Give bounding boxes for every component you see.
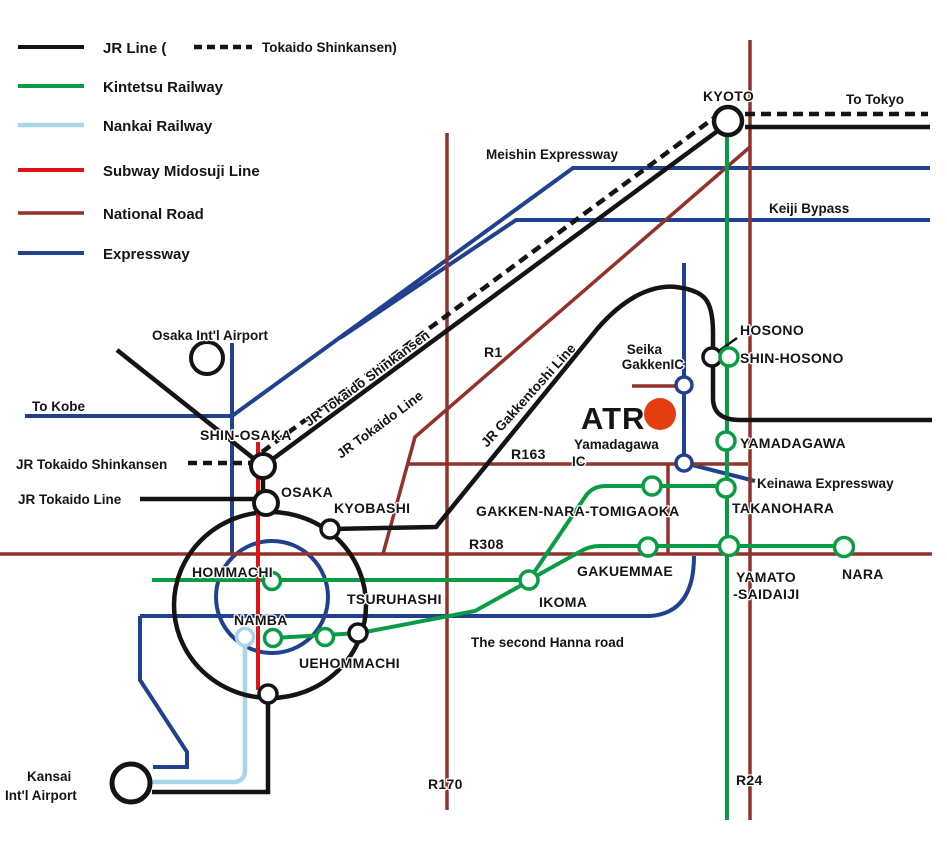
- label-hommachi: HOMMACHI: [192, 564, 273, 580]
- interchange-circles: [674, 375, 694, 473]
- label-r1: R1: [484, 344, 503, 360]
- station-uehommachi: [314, 626, 336, 648]
- label-namba: NAMBA: [234, 612, 288, 628]
- label-shin-hosono: SHIN-HOSONO: [740, 350, 844, 366]
- yamadagawa-ic-circle: [674, 453, 694, 473]
- national-road-r1: [381, 145, 752, 555]
- station-kyobashi: [319, 518, 341, 540]
- station-hommachi: [261, 570, 283, 592]
- nankai-airport-line: [152, 637, 248, 785]
- label-seika-line2: GakkenIC: [622, 357, 685, 372]
- station-osaka: [252, 489, 280, 517]
- label-r308: R308: [469, 536, 504, 552]
- legend-shinkansen-label: Tokaido Shinkansen): [262, 40, 397, 55]
- station-nara: [832, 535, 856, 559]
- label-nara: NARA: [842, 566, 884, 582]
- legend-kintetsu-label: Kintetsu Railway: [103, 79, 224, 96]
- label-meishin: Meishin Expressway: [486, 147, 619, 162]
- label-jr-shinkansen-diagonal: JR Tokaido Shinkansen: [302, 327, 433, 429]
- station-namba-nankai: [234, 626, 256, 648]
- label-osaka-airport: Osaka Int'l Airport: [152, 328, 268, 343]
- station-shin-hosono: [718, 346, 740, 368]
- label-tsuruhashi: TSURUHASHI: [347, 591, 442, 607]
- legend-national-label: National Road: [103, 206, 204, 223]
- national-road-lines: [0, 40, 932, 820]
- station-yamato-saidaiji: [717, 534, 741, 558]
- label-second-hanna: The second Hanna road: [471, 635, 624, 650]
- label-yamadagawa-ic-line1: Yamadagawa: [574, 437, 659, 452]
- label-to-tokyo: To Tokyo: [846, 92, 904, 107]
- jr-kobe-line: [115, 348, 260, 464]
- expressway-kansai-branch: [138, 616, 189, 769]
- legend-nankai-label: Nankai Railway: [103, 118, 213, 135]
- kintetsu-nara-line-east: [528, 544, 844, 582]
- label-kansai-airport-line2: Int'l Airport: [5, 788, 77, 803]
- second-hanna-road-line: [140, 555, 696, 618]
- label-r24: R24: [736, 772, 763, 788]
- keiji-bypass-line: [338, 218, 930, 340]
- label-kyoto: KYOTO: [703, 88, 754, 104]
- jr-kansai-airport-line: [152, 694, 271, 795]
- station-gakuemmae: [637, 536, 659, 558]
- nankai-line: [152, 637, 248, 785]
- label-yamadagawa: YAMADAGAWA: [740, 435, 846, 451]
- seika-gakken-ic-circle: [674, 375, 694, 395]
- legend: JR Line ( Tokaido Shinkansen) Kintetsu R…: [18, 39, 398, 264]
- kintetsu-keihanna-east: [527, 484, 726, 582]
- label-r163: R163: [511, 446, 546, 462]
- label-keinawa: Keinawa Expressway: [757, 476, 894, 491]
- label-gakuemmae: GAKUEMMAE: [577, 563, 673, 579]
- label-seika-line1: Seika: [627, 342, 663, 357]
- station-kyoto: [711, 104, 745, 138]
- label-jr-shinkansen-west: JR Tokaido Shinkansen: [16, 457, 167, 472]
- label-kansai-airport-line1: Kansai: [27, 769, 71, 784]
- station-tsuruhashi: [347, 622, 369, 644]
- atr-location-dot: [644, 398, 676, 430]
- label-yamato-saidaiji-line1: YAMATO: [736, 569, 796, 585]
- label-jr-tokaido-west: JR Tokaido Line: [18, 492, 122, 507]
- atr-logo-text: ATR: [581, 401, 645, 436]
- station-yamadagawa: [715, 430, 737, 452]
- station-loop-south: [257, 683, 279, 705]
- kintetsu-stations: [261, 346, 856, 649]
- label-gakken-nara-tomigaoka: GAKKEN-NARA-TOMIGAOKA: [476, 503, 680, 519]
- label-ikoma: IKOMA: [539, 594, 587, 610]
- station-ikoma: [518, 569, 540, 591]
- map-labels: KYOTO To Tokyo Meishin Expressway Keiji …: [4, 87, 906, 805]
- legend-expressway-label: Expressway: [103, 246, 190, 263]
- label-keiji-bypass: Keiji Bypass: [769, 201, 849, 216]
- legend-jr-label: JR Line (: [103, 40, 166, 57]
- label-takanohara: TAKANOHARA: [732, 500, 834, 516]
- label-r170: R170: [428, 776, 463, 792]
- label-uehommachi: UEHOMMACHI: [299, 655, 400, 671]
- label-yamadagawa-ic-line2: IC: [572, 454, 586, 469]
- label-to-kobe: To Kobe: [32, 399, 85, 414]
- jr-gakkentoshi-line: [329, 284, 932, 532]
- label-kyobashi: KYOBASHI: [334, 500, 410, 516]
- nankai-stations: [234, 626, 256, 648]
- kansai-airport-circle: [109, 761, 153, 805]
- label-hosono: HOSONO: [740, 322, 804, 338]
- station-shin-osaka: [249, 452, 277, 480]
- label-osaka: OSAKA: [281, 484, 333, 500]
- osaka-airport-circle: [189, 340, 225, 376]
- jr-tokaido-diagonal: [264, 122, 729, 466]
- legend-midosuji-label: Subway Midosuji Line: [103, 163, 260, 180]
- station-namba-kintetsu: [262, 627, 284, 649]
- kintetsu-nara-line-west: [272, 579, 530, 640]
- jr-stations: [109, 104, 745, 805]
- label-yamato-saidaiji-line2: -SAIDAIJI: [733, 586, 800, 602]
- label-shin-osaka: SHIN-OSAKA: [200, 427, 292, 443]
- hanshin-loop-expressway: [214, 539, 330, 655]
- jr-lines: [115, 110, 932, 795]
- station-gakken-nara-tomigaoka: [641, 475, 663, 497]
- station-takanohara: [715, 477, 737, 499]
